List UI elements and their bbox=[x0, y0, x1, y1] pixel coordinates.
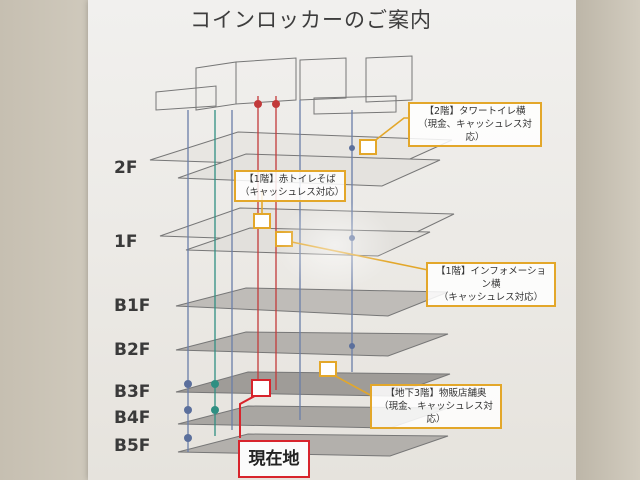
callout-information-line2: （キャッシュレス対応） bbox=[438, 292, 544, 303]
floor-label-2f: 2F bbox=[114, 158, 138, 178]
tower-buildings bbox=[155, 55, 413, 115]
floor-label-b4f: B4F bbox=[114, 408, 151, 428]
callout-lost-found-line2: （現金、キャッシュレス対応） bbox=[379, 401, 493, 425]
glare-reflection bbox=[275, 200, 395, 290]
callout-tower-toilet-line2: （現金、キャッシュレス対応） bbox=[418, 119, 532, 143]
current-location-label: 現在地 bbox=[238, 440, 310, 478]
callout-red-toilet-line2: （キャッシュレス対応） bbox=[240, 187, 345, 198]
elevator-stops bbox=[184, 100, 355, 442]
callout-red-toilet-line1: 【1階】赤トイレそば bbox=[244, 174, 336, 185]
callout-tower-toilet-line1: 【2階】タワートイレ横 bbox=[424, 106, 526, 117]
slab-b1f bbox=[175, 287, 449, 317]
floor-label-b5f: B5F bbox=[114, 436, 151, 456]
floor-label-b1f: B1F bbox=[114, 296, 151, 316]
callout-tower-toilet: 【2階】タワートイレ横 （現金、キャッシュレス対応） bbox=[408, 102, 542, 147]
wall-right bbox=[576, 0, 640, 480]
callout-lost-found-line1: 【地下3階】物販店舗奥 bbox=[385, 388, 487, 399]
floor-label-1f: 1F bbox=[114, 232, 138, 252]
callout-information-line1: 【1階】インフォメーション横 bbox=[435, 266, 547, 290]
floor-label-b2f: B2F bbox=[114, 340, 151, 360]
floor-label-b3f: B3F bbox=[114, 382, 151, 402]
callout-red-toilet: 【1階】赤トイレそば （キャッシュレス対応） bbox=[234, 170, 346, 202]
poster-title: コインロッカーのご案内 bbox=[190, 8, 432, 32]
wall-left bbox=[0, 0, 88, 480]
callout-lost-found: 【地下3階】物販店舗奥 （現金、キャッシュレス対応） bbox=[370, 384, 502, 429]
slab-b2f bbox=[175, 331, 449, 357]
callout-information: 【1階】インフォメーション横 （キャッシュレス対応） bbox=[426, 262, 556, 307]
slab-b5f bbox=[177, 433, 449, 457]
